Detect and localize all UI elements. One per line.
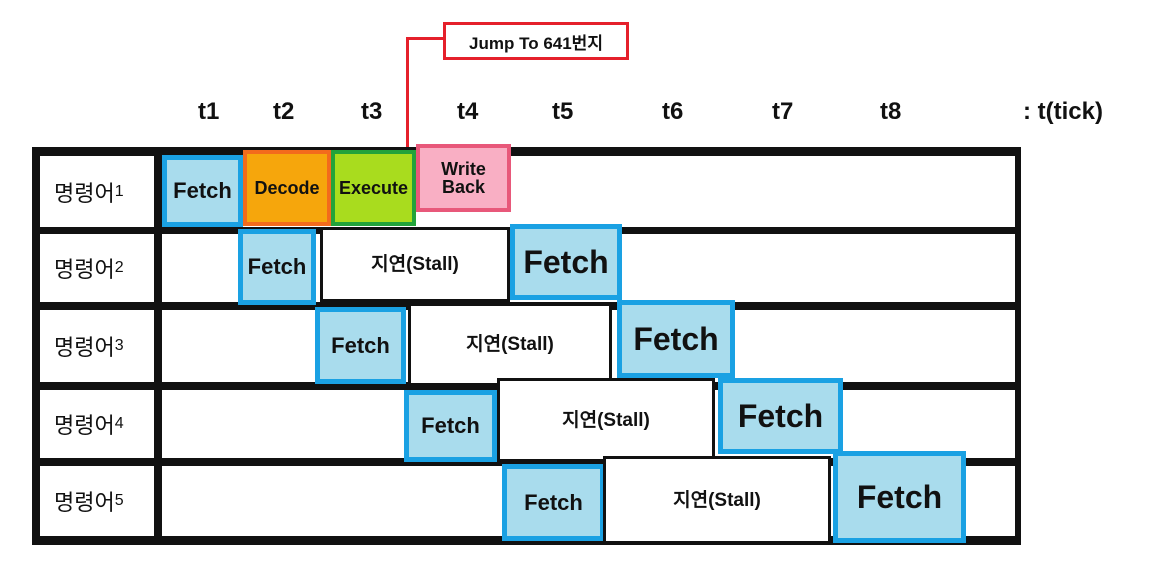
tick-label-t7: t7 (772, 98, 794, 125)
tick-label-t2: t2 (273, 98, 295, 125)
row1-fetch: Fetch (162, 155, 243, 227)
row1-decode: Decode (243, 150, 331, 226)
row2-stall: 지연(Stall) (320, 227, 510, 302)
row5-fetch: Fetch (502, 464, 605, 541)
row5-stall: 지연(Stall) (603, 456, 831, 544)
tick-label-t5: t5 (552, 98, 574, 125)
row4-fetch-after-jump: Fetch (718, 378, 843, 454)
callout-connector-vertical (406, 37, 409, 149)
callout-connector-horizontal (406, 37, 446, 40)
tick-label-t6: t6 (662, 98, 684, 125)
row3-fetch: Fetch (315, 307, 406, 384)
row4-fetch: Fetch (404, 390, 497, 462)
tick-label-t1: t1 (198, 98, 220, 125)
tick-label-t8: t8 (880, 98, 902, 125)
tick-label-t3: t3 (361, 98, 383, 125)
row2-fetch-after-jump: Fetch (510, 224, 622, 300)
row4-stall: 지연(Stall) (497, 378, 715, 462)
tick-unit-label: : t(tick) (1023, 98, 1103, 125)
row3-fetch-after-jump: Fetch (617, 300, 735, 378)
jump-callout: Jump To 641번지 (443, 22, 629, 60)
row1-execute: Execute (331, 150, 416, 226)
row5-fetch-after-jump: Fetch (833, 451, 966, 543)
tick-label-t4: t4 (457, 98, 479, 125)
row3-stall: 지연(Stall) (408, 303, 612, 386)
jump-callout-text: Jump To 641번지 (469, 33, 603, 53)
row2-fetch: Fetch (238, 229, 316, 305)
